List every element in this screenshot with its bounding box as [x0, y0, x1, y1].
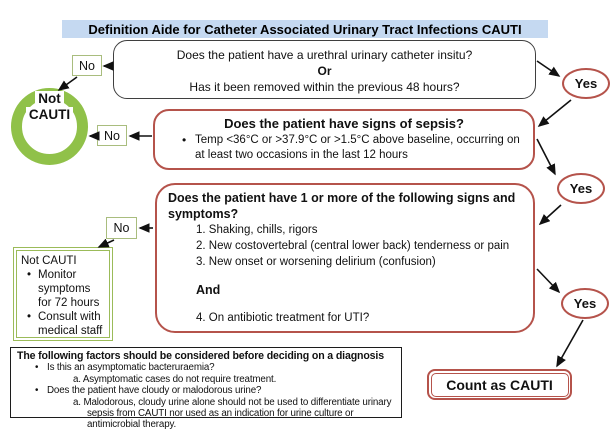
not-cauti-box: Not CAUTI Monitor symptoms for 72 hours …: [13, 247, 113, 341]
yes-text-3: Yes: [573, 296, 597, 311]
q1-line2: Has it been removed within the previous …: [189, 80, 460, 94]
no-text-1: No: [79, 58, 95, 73]
q2-heading: Does the patient have signs of sepsis?: [224, 116, 464, 131]
yes-oval-2: Yes: [557, 173, 605, 204]
title-bar: Definition Aide for Catheter Associated …: [62, 20, 548, 38]
q3-heading: Does the patient have 1 or more of the f…: [168, 191, 516, 221]
question-box-symptoms: Does the patient have 1 or more of the f…: [155, 183, 535, 333]
yes-oval-3: Yes: [561, 288, 609, 319]
no-label-3: No: [106, 217, 137, 239]
factors-box: The following factors should be consider…: [10, 347, 402, 430]
q3-and: And: [196, 283, 221, 297]
factors-heading: The following factors should be consider…: [17, 350, 384, 362]
no-text-3: No: [113, 221, 130, 235]
arrow-no1-to-circle: [57, 76, 78, 91]
q3-item-1: 1. Shaking, chills, rigors: [196, 224, 318, 236]
page-title: Definition Aide for Catheter Associated …: [88, 21, 522, 37]
arrow-yes1-to-q2: [537, 99, 572, 128]
question-box-catheter: Does the patient have a urethral urinary…: [113, 40, 536, 99]
count-as-cauti-box: Count as CAUTI: [427, 369, 572, 400]
factors-item-2-sub: a. Malodorous, cloudy urine alone should…: [73, 396, 392, 430]
q1-or: Or: [317, 64, 332, 78]
not-cauti-box-inner: Not CAUTI Monitor symptoms for 72 hours …: [16, 250, 110, 338]
yes-text-1: Yes: [574, 76, 598, 91]
not-cauti-bullet-2: Consult with medical staff: [27, 310, 105, 338]
q1-line1: Does the patient have a urethral urinary…: [176, 48, 473, 62]
factors-item-1-sub: a. Asymptomatic cases do not require tre…: [73, 373, 277, 385]
q3-item-4: 4. On antibiotic treatment for UTI?: [196, 312, 370, 324]
not-cauti-bullet-1: Monitor symptoms for 72 hours: [27, 268, 105, 310]
q3-item-3: 3. New onset or worsening delirium (conf…: [196, 256, 436, 268]
question-box-sepsis: Does the patient have signs of sepsis? T…: [153, 109, 535, 170]
not-cauti-line2: CAUTI: [25, 107, 74, 123]
no-label-2: No: [97, 125, 127, 146]
not-cauti-box-heading: Not CAUTI: [21, 255, 77, 267]
q3-item-2: 2. New costovertebral (central lower bac…: [196, 240, 510, 252]
no-label-1: No: [72, 55, 102, 76]
yes-oval-1: Yes: [562, 68, 610, 99]
not-cauti-line1: Not: [35, 91, 64, 107]
factors-item-1: Is this an asymptomatic bacteruraemia?: [35, 362, 395, 374]
arrow-yes3-to-count: [556, 319, 584, 368]
not-cauti-circle-label: Not CAUTI: [14, 91, 85, 123]
arrow-q1-to-yes1: [536, 60, 561, 77]
arrow-yes2-to-q3: [538, 204, 562, 226]
arrow-q3-to-yes3: [536, 268, 561, 294]
count-as-cauti-label: Count as CAUTI: [430, 372, 569, 397]
factors-item-2: Does the patient have cloudy or malodoro…: [35, 385, 395, 397]
q2-bullet: Temp <36°C or >37.9°C or >1.5°C above ba…: [182, 133, 521, 163]
arrow-no3-to-box: [97, 238, 115, 248]
no-text-2: No: [104, 128, 120, 143]
arrow-q2-to-yes2: [536, 138, 556, 176]
yes-text-2: Yes: [569, 181, 593, 196]
